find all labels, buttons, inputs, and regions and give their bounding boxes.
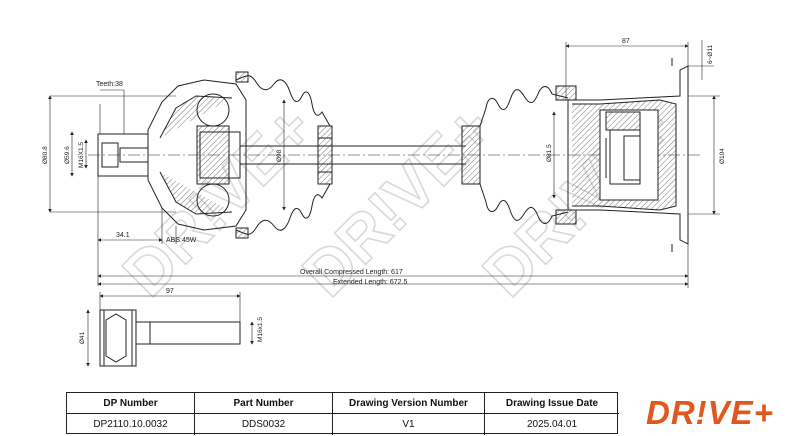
bolt-detail: [86, 292, 254, 367]
dimension-lines: [48, 40, 720, 288]
abs-label: ABS:45W: [166, 237, 197, 244]
bolt-head-label: Ø41: [79, 331, 86, 344]
dim-87: 87: [622, 38, 630, 45]
dim-d81-5: Ø81.5: [546, 144, 553, 162]
value-drawing-version: V1: [333, 414, 485, 435]
header-issue-date: Drawing Issue Date: [485, 393, 619, 414]
header-dp-number: DP Number: [67, 393, 195, 414]
extended-length-label: Extended Length: 672.5: [333, 279, 407, 286]
dim-d80-8: Ø80.8: [42, 146, 49, 164]
outer-cv-stub: [97, 133, 149, 177]
brand-logo: DR!VE+: [646, 394, 774, 431]
watermark-text: DR!VE+: [289, 92, 507, 310]
dimension-labels: Teeth:38 Ø80.8 Ø59.6 M16X1.5 Ø98 Ø81.5 Ø…: [42, 38, 726, 344]
header-part-number: Part Number: [195, 393, 333, 414]
watermark-text: DR!VE+: [109, 92, 327, 310]
bolt-thread-label: M16x1.5: [257, 317, 264, 342]
outer-cv-housing: [147, 79, 247, 231]
outer-boot: [235, 71, 333, 239]
dim-d59-6: Ø59.6: [64, 146, 71, 164]
dim-34-1: 34.1: [116, 232, 130, 239]
dim-m16: M16X1.5: [78, 142, 85, 168]
overall-length-label: Overall Compressed Length: 617: [300, 269, 403, 276]
title-block: DP Number Part Number Drawing Version Nu…: [66, 392, 619, 435]
dim-6-d11: 6~Ø11: [707, 44, 714, 64]
bolt-length-label: 97: [166, 288, 174, 295]
value-dp-number: DP2110.10.0032: [67, 414, 195, 435]
dim-d104: Ø104: [719, 148, 726, 164]
value-part-number: DDS0032: [195, 414, 333, 435]
drive-shaft: [240, 125, 481, 185]
inner-cv-housing: [567, 58, 689, 252]
value-issue-date: 2025.04.01: [526, 419, 578, 430]
header-drawing-version: Drawing Version Number: [333, 393, 485, 414]
teeth-label: Teeth:38: [96, 81, 123, 88]
dim-d98: Ø98: [276, 149, 283, 162]
